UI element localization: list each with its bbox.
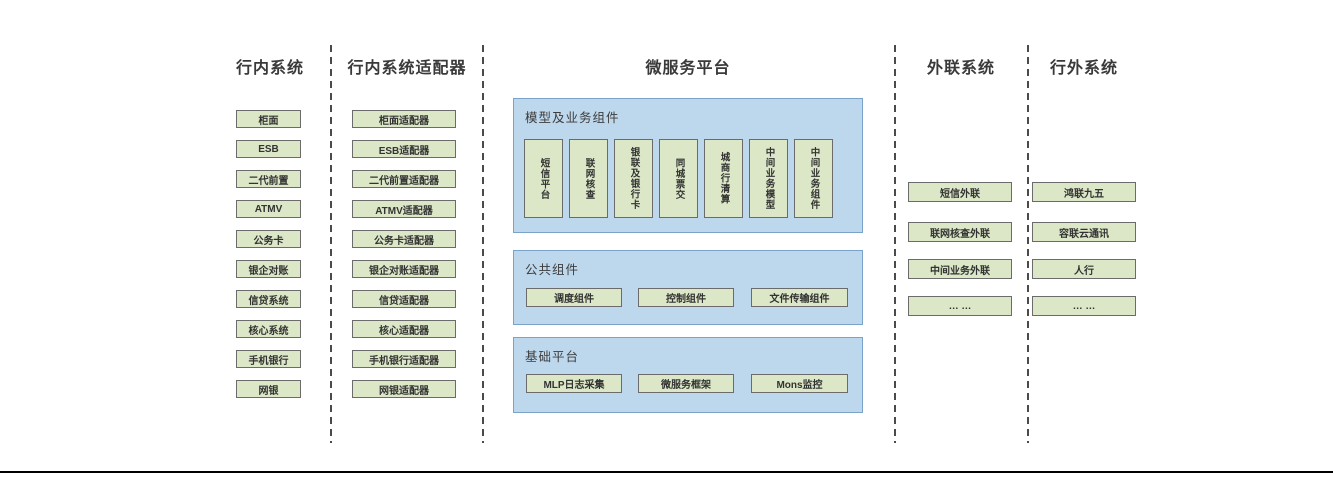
column-title-internal-adapters: 行内系统适配器 [347,60,467,77]
outreach-box: 中间业务外联 [908,259,1012,279]
column-title-microservice-platform: 微服务平台 [645,60,731,77]
column-divider-1 [330,45,332,443]
component-box: 同城票交 [659,139,698,218]
common-components-panel: 公共组件 调度组件 控制组件 文件传输组件 [513,250,863,325]
component-box: 联网核查 [569,139,608,218]
adapter-box: 公务卡适配器 [352,230,456,248]
outreach-box: … … [908,296,1012,316]
system-box: 网银 [236,380,301,398]
system-box: ATMV [236,200,301,218]
system-box: 二代前置 [236,170,301,188]
outreach-box: 短信外联 [908,182,1012,202]
column-divider-4 [1027,45,1029,443]
system-box: ESB [236,140,301,158]
outreach-box: 联网核查外联 [908,222,1012,242]
base-platform-panel: 基础平台 MLP日志采集 微服务框架 Mons监控 [513,337,863,413]
component-box: 中间业务组件 [794,139,833,218]
adapter-box: 银企对账适配器 [352,260,456,278]
panel-label: 基础平台 [525,350,580,364]
external-box: 人行 [1032,259,1136,279]
column-title-outreach-systems: 外联系统 [926,60,995,77]
column-title-internal-systems: 行内系统 [235,60,304,77]
component-box: 城商行清算 [704,139,743,218]
component-box: 文件传输组件 [751,288,848,307]
adapter-box: 手机银行适配器 [352,350,456,368]
adapter-box: 二代前置适配器 [352,170,456,188]
adapter-box: 柜面适配器 [352,110,456,128]
adapter-box: 核心适配器 [352,320,456,338]
system-box: 银企对账 [236,260,301,278]
system-box: 手机银行 [236,350,301,368]
component-box: 控制组件 [638,288,734,307]
adapter-box: 信贷适配器 [352,290,456,308]
component-box: 微服务框架 [638,374,734,393]
panel-label: 模型及业务组件 [525,111,620,125]
system-box: 核心系统 [236,320,301,338]
component-box: 调度组件 [526,288,622,307]
panel-label: 公共组件 [525,263,580,277]
system-box: 信贷系统 [236,290,301,308]
column-title-external-systems: 行外系统 [1049,60,1118,77]
component-box: 中间业务模型 [749,139,788,218]
adapter-box: ESB适配器 [352,140,456,158]
adapter-box: ATMV适配器 [352,200,456,218]
adapter-box: 网银适配器 [352,380,456,398]
external-box: 鸿联九五 [1032,182,1136,202]
column-divider-3 [894,45,896,443]
component-box: MLP日志采集 [526,374,622,393]
component-box: 银联及银行卡 [614,139,653,218]
component-box: Mons监控 [751,374,848,393]
external-box: … … [1032,296,1136,316]
system-box: 公务卡 [236,230,301,248]
column-divider-2 [482,45,484,443]
system-box: 柜面 [236,110,301,128]
model-business-panel: 模型及业务组件 短信平台 联网核查 银联及银行卡 同城票交 城商行清算 中间业务… [513,98,863,233]
external-box: 容联云通讯 [1032,222,1136,242]
bottom-rule [0,471,1333,473]
component-box: 短信平台 [524,139,563,218]
